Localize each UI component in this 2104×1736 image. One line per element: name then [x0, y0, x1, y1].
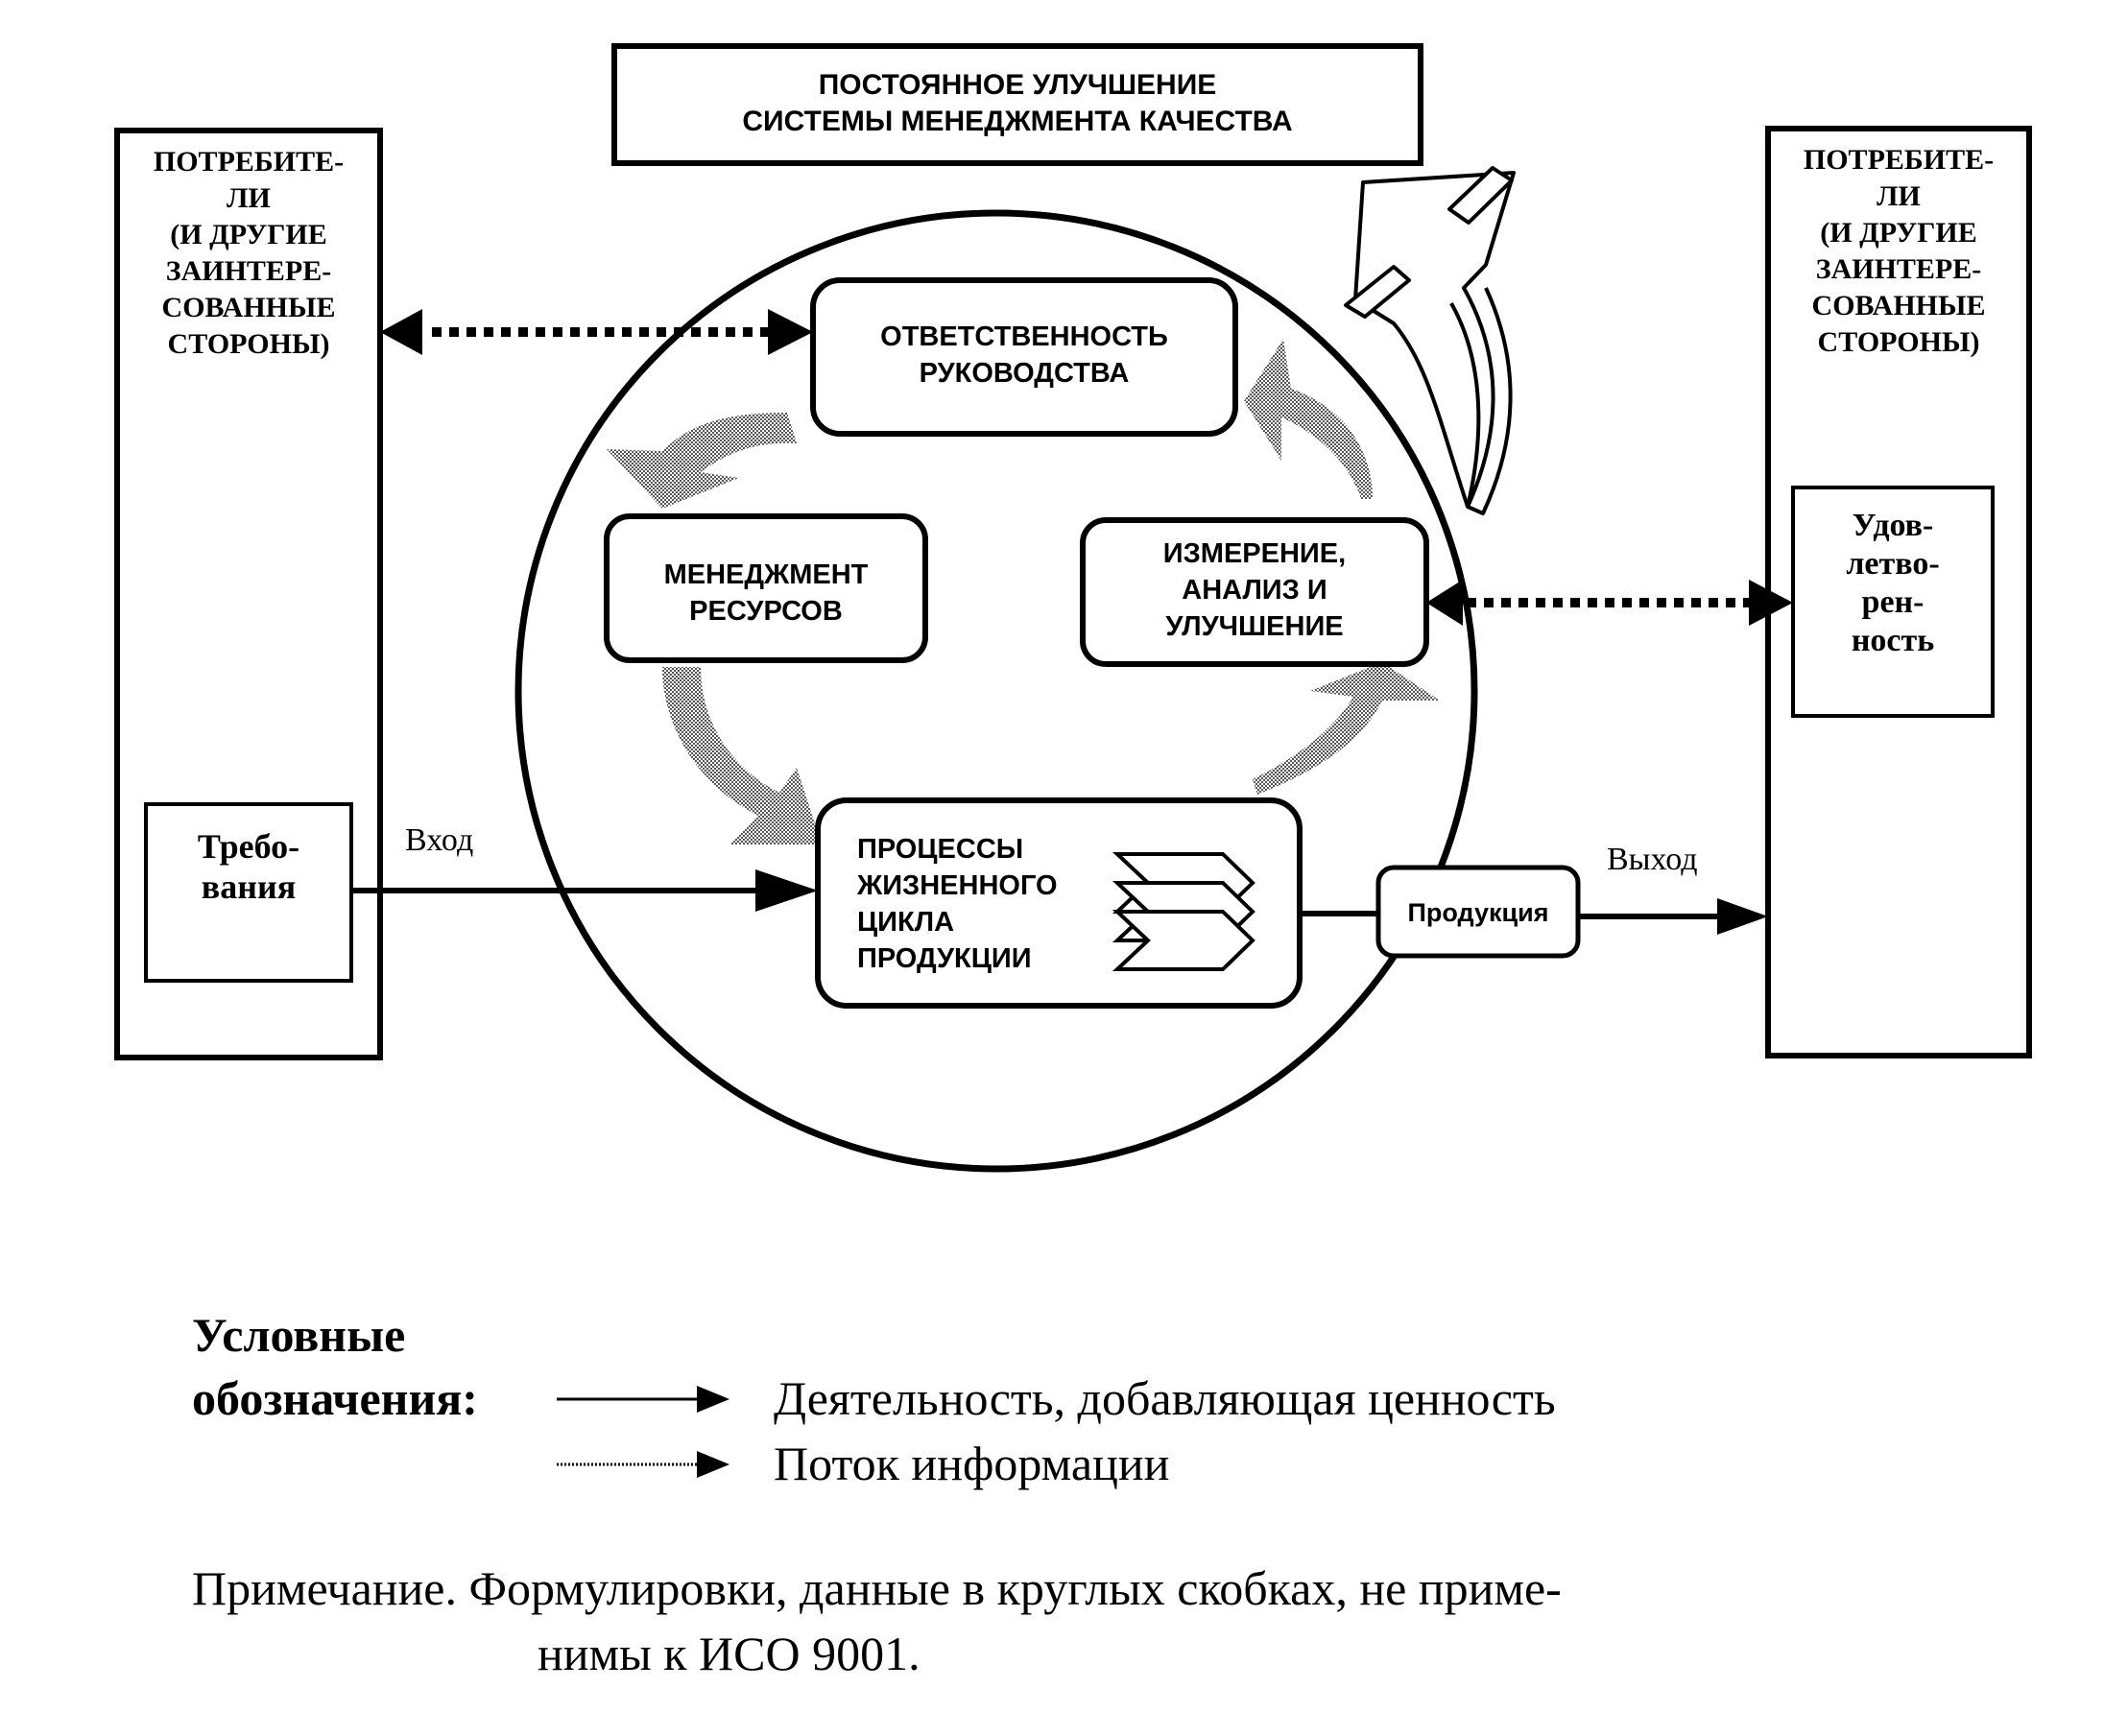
footnote: Примечание. Формулировки, данные в кругл… — [192, 1561, 1562, 1680]
satisfaction-line: ность — [1852, 623, 1934, 658]
output-flow-arrow: Выход — [1300, 842, 1768, 935]
cycle-arrow-to-product-realization — [662, 667, 822, 844]
product-box: Продукция — [1375, 865, 1581, 959]
qms-cycle-circle — [514, 209, 1478, 1173]
header-line-1: ПОСТОЯННОЕ УЛУЧШЕНИЕ — [819, 69, 1217, 101]
requirements-box: Требо- вания — [144, 802, 353, 983]
header-line-2: СИСТЕМЫ МЕНЕДЖМЕНТА КАЧЕСТВА — [742, 106, 1292, 137]
requirements-line: Требо- — [198, 827, 299, 866]
process-chevrons-icon — [1112, 852, 1255, 971]
right-title-line: ЗАИНТЕРЕ- — [1816, 253, 1982, 285]
legend: Условные обозначения: Деятельность, доба… — [192, 1308, 1556, 1490]
left-title-line: (И ДРУГИЕ — [170, 219, 327, 250]
dotted-arrow-head-icon — [697, 1451, 729, 1478]
continual-improvement-arrow — [1344, 166, 1516, 515]
right-title-line: СТОРОНЫ) — [1818, 326, 1980, 358]
input-label: Вход — [405, 822, 473, 858]
product-realization-line: ПРОЦЕССЫ — [857, 834, 1023, 865]
legend-label-info-flow: Поток информации — [774, 1437, 1169, 1490]
cycle-arrow-to-resources — [607, 413, 797, 509]
legend-title-line-2: обозначения: — [192, 1371, 478, 1425]
satisfaction-line: Удов- — [1853, 508, 1934, 543]
product-realization-box: ПРОЦЕССЫ ЖИЗНЕННОГО ЦИКЛА ПРОДУКЦИИ — [815, 797, 1303, 1009]
measurement-line: ИЗМЕРЕНИЕ, — [1163, 538, 1346, 569]
requirements-line: вания — [202, 868, 296, 906]
measurement-analysis-improvement-box: ИЗМЕРЕНИЕ, АНАЛИЗ И УЛУЧШЕНИЕ — [1080, 517, 1429, 667]
right-title-line: ПОТРЕБИТЕ- — [1804, 144, 1994, 176]
footnote-line-2: нимы к ИСО 9001. — [538, 1627, 920, 1680]
input-flow-arrow: Вход — [351, 822, 818, 912]
info-flow-customers-to-management — [380, 309, 813, 355]
legend-label-value-adding: Деятельность, добавляющая ценность — [774, 1371, 1556, 1425]
cycle-arrow-to-responsibility — [1244, 339, 1373, 499]
left-title-line: СОВАННЫЕ — [162, 292, 336, 323]
left-customers-panel: ПОТРЕБИТЕ- ЛИ (И ДРУГИЕ ЗАИНТЕРЕ- СОВАНН… — [114, 128, 383, 1060]
legend-item-info-flow: Поток информации — [557, 1437, 1169, 1490]
management-responsibility-box: ОТВЕТСТВЕННОСТЬ РУКОВОДСТВА — [810, 277, 1238, 437]
measurement-line: АНАЛИЗ И — [1182, 575, 1327, 606]
right-title-line: СОВАННЫЕ — [1812, 290, 1986, 321]
measurement-line: УЛУЧШЕНИЕ — [1165, 611, 1343, 642]
legend-title-line-1: Условные — [192, 1308, 405, 1362]
management-responsibility-line: РУКОВОДСТВА — [920, 358, 1130, 389]
satisfaction-line: летво- — [1846, 546, 1939, 582]
right-customers-panel: ПОТРЕБИТЕ- ЛИ (И ДРУГИЕ ЗАИНТЕРЕ- СОВАНН… — [1765, 126, 2032, 1058]
left-title-line: ПОТРЕБИТЕ- — [154, 146, 344, 178]
cycle-arrows — [607, 339, 1440, 844]
resource-management-line: МЕНЕДЖМЕНТ — [664, 559, 869, 590]
left-title-line: СТОРОНЫ) — [168, 328, 330, 360]
right-title-line: ЛИ — [1877, 180, 1921, 212]
info-flow-measurement-to-satisfaction — [1426, 580, 1793, 626]
footnote-line-1: Примечание. Формулировки, данные в кругл… — [192, 1561, 1562, 1615]
management-responsibility-line: ОТВЕТСТВЕННОСТЬ — [880, 321, 1168, 352]
product-realization-line: ЖИЗНЕННОГО — [856, 870, 1058, 901]
product-label: Продукция — [1408, 898, 1549, 927]
right-title-line: (И ДРУГИЕ — [1820, 217, 1977, 249]
legend-item-value-adding: Деятельность, добавляющая ценность — [557, 1371, 1556, 1425]
product-realization-line: ЦИКЛА — [857, 907, 954, 938]
resource-management-line: РЕСУРСОВ — [689, 596, 843, 627]
resource-management-box: МЕНЕДЖМЕНТ РЕСУРСОВ — [604, 513, 928, 663]
output-label: Выход — [1607, 842, 1698, 877]
left-title-line: ЗАИНТЕРЕ- — [166, 255, 332, 287]
product-realization-line: ПРОДУКЦИИ — [857, 943, 1032, 974]
solid-arrow-head-icon — [697, 1386, 729, 1413]
left-title-line: ЛИ — [227, 182, 271, 214]
satisfaction-line: рен- — [1862, 584, 1925, 620]
satisfaction-box: Удов- летво- рен- ность — [1791, 486, 1995, 718]
continual-improvement-header: ПОСТОЯННОЕ УЛУЧШЕНИЕ СИСТЕМЫ МЕНЕДЖМЕНТА… — [611, 43, 1423, 166]
cycle-arrow-to-measurement — [1253, 662, 1440, 795]
